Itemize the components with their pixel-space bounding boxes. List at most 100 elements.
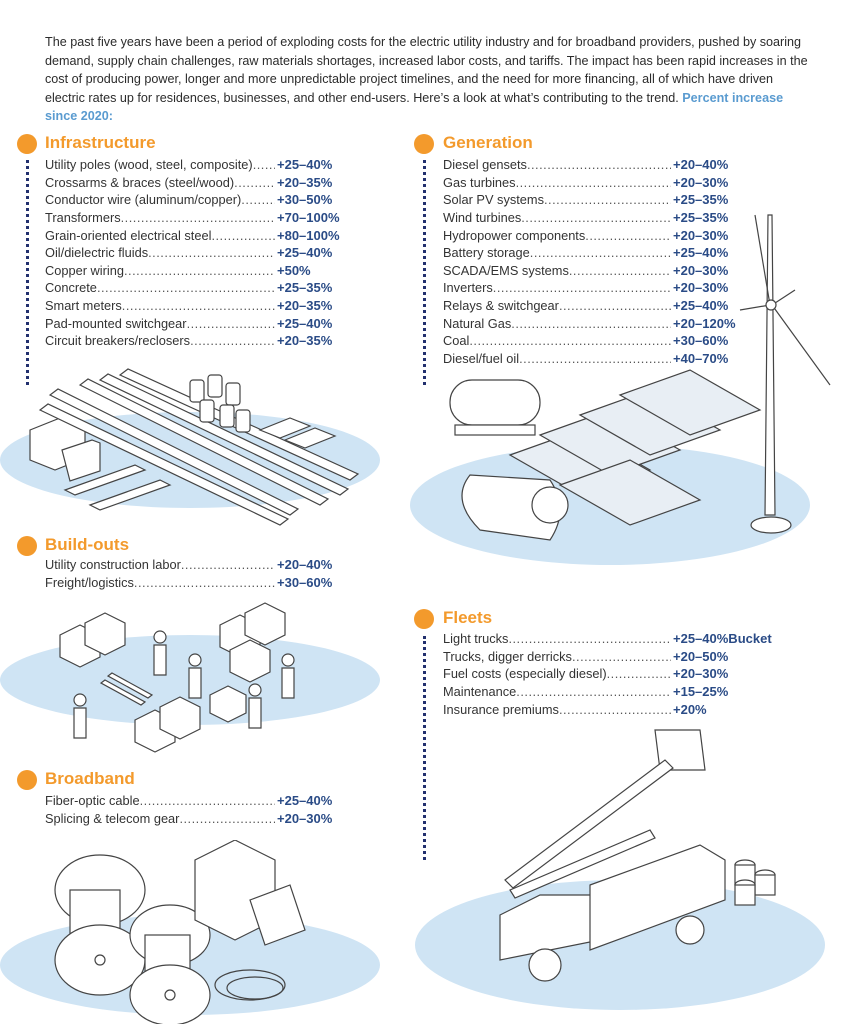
- item-label-wrap: Splicing & telecom gear: [45, 811, 275, 826]
- item-label-wrap: SCADA/EMS systems: [443, 263, 671, 278]
- dotted-divider: [423, 636, 426, 860]
- item-percent-increase: +25–40%: [277, 793, 333, 809]
- item-percent-increase: +20%: [673, 701, 707, 717]
- dot-leader: [527, 157, 671, 172]
- item-label: SCADA/EMS systems: [443, 262, 569, 278]
- list-item: Diesel/fuel oil+40–70%: [443, 350, 736, 368]
- item-label: Smart meters: [45, 298, 122, 314]
- list-item: Fiber-optic cable +25–40%: [45, 792, 332, 810]
- list-item: Hydropower components +20–30%: [443, 226, 736, 244]
- item-label: Concrete: [45, 280, 97, 296]
- generation-list: Diesel gensets+20–40%Gas turbines+20–30%…: [443, 156, 736, 367]
- item-label-wrap: Crossarms & braces (steel/wood): [45, 175, 275, 190]
- list-item: Crossarms & braces (steel/wood)+20–35%: [45, 174, 340, 192]
- item-label: Diesel gensets: [443, 157, 527, 173]
- item-percent-increase: +80–100%: [277, 227, 340, 243]
- item-label-wrap: Insurance premiums: [443, 702, 671, 717]
- dot-leader: [559, 702, 671, 717]
- item-percent-increase: +25–35%: [673, 210, 729, 226]
- buildouts-illustration: [0, 602, 380, 753]
- item-label: Gas turbines: [443, 174, 516, 190]
- list-item: Inverters+20–30%: [443, 279, 736, 297]
- dot-leader: [516, 684, 671, 699]
- item-label: Hydropower components: [443, 227, 586, 243]
- item-label-wrap: Gas turbines: [443, 175, 671, 190]
- item-label-wrap: Fiber-optic cable: [45, 793, 275, 808]
- item-label-wrap: Pad-mounted switchgear: [45, 316, 275, 331]
- item-label-wrap: Utility poles (wood, steel, composite): [45, 157, 275, 172]
- item-label: Splicing & telecom gear: [45, 810, 180, 826]
- list-item: Copper wiring+50%: [45, 262, 340, 280]
- list-item: Trucks, digger derricks+20–50%: [443, 648, 772, 666]
- item-percent-increase: +30–60%: [277, 574, 333, 590]
- dot-leader: [190, 333, 275, 348]
- list-item: Diesel gensets+20–40%: [443, 156, 736, 174]
- section-marker: [17, 134, 37, 154]
- item-percent-increase: +25–40%: [277, 245, 333, 261]
- list-item: SCADA/EMS systems +20–30%: [443, 262, 736, 280]
- item-label-wrap: Utility construction labor: [45, 557, 275, 572]
- section-title-buildouts: Build-outs: [45, 535, 130, 554]
- list-item: Relays & switchgear+25–40%: [443, 297, 736, 315]
- item-label: Conductor wire (aluminum/copper): [45, 192, 242, 208]
- item-label: Solar PV systems: [443, 192, 544, 208]
- item-label: Utility poles (wood, steel, composite): [45, 157, 253, 173]
- list-item: Gas turbines+20–30%: [443, 174, 736, 192]
- dot-leader: [516, 175, 671, 190]
- item-label: Fuel costs (especially diesel): [443, 666, 607, 682]
- list-item: Utility construction labor+20–40%: [45, 556, 332, 574]
- dot-leader: [122, 298, 275, 313]
- list-item: Pad-mounted switchgear+25–40%: [45, 314, 340, 332]
- section-title-generation: Generation: [443, 133, 533, 152]
- item-label: Utility construction labor: [45, 557, 181, 573]
- list-item: Grain-oriented electrical steel +80–100%: [45, 226, 340, 244]
- item-percent-increase: +50%: [277, 262, 311, 278]
- list-item: Natural Gas+20–120%: [443, 314, 736, 332]
- dot-leader: [181, 557, 275, 572]
- item-label-wrap: Maintenance: [443, 684, 671, 699]
- item-percent-increase: +30–50%: [277, 192, 333, 208]
- list-item: Concrete+25–35%: [45, 279, 340, 297]
- list-item: Solar PV systems+25–35%: [443, 191, 736, 209]
- fleets-illustration: [415, 729, 825, 1010]
- item-percent-increase: +25–40%: [277, 315, 333, 331]
- item-label-wrap: Grain-oriented electrical steel: [45, 228, 275, 243]
- list-item: Wind turbines +25–35%: [443, 209, 736, 227]
- item-percent-increase: +25–40%: [673, 245, 729, 261]
- intro-highlight: Percent increase since 2020:: [45, 90, 784, 124]
- item-label-wrap: Natural Gas: [443, 316, 671, 331]
- item-label: Transformers: [45, 210, 121, 226]
- section-title-infrastructure: Infrastructure: [45, 133, 156, 152]
- item-label: Fiber-optic cable: [45, 793, 140, 809]
- item-label-wrap: Diesel gensets: [443, 157, 671, 172]
- list-item: Splicing & telecom gear +20–30%: [45, 810, 332, 828]
- dot-leader: [234, 175, 275, 190]
- dotted-divider: [423, 160, 426, 385]
- infrastructure-illustration: [0, 368, 380, 526]
- item-label: Freight/logistics: [45, 574, 134, 590]
- list-item: Fuel costs (especially diesel)+20–30%: [443, 665, 772, 683]
- item-percent-increase: +20–35%: [277, 174, 333, 190]
- item-label-wrap: Circuit breakers/reclosers: [45, 333, 275, 348]
- item-percent-increase: +20–30%: [277, 810, 333, 826]
- item-percent-increase: +25–40%: [277, 157, 333, 173]
- item-percent-increase: +20–30%: [673, 280, 729, 296]
- list-item: Freight/logistics +30–60%: [45, 574, 332, 592]
- list-item: Conductor wire (aluminum/copper) +30–50%: [45, 191, 340, 209]
- item-percent-increase: +20–30%: [673, 227, 729, 243]
- list-item: Utility poles (wood, steel, composite) +2…: [45, 156, 340, 174]
- item-label: Grain-oriented electrical steel: [45, 227, 212, 243]
- item-label: Wind turbines: [443, 210, 522, 226]
- item-percent-increase: +15–25%: [673, 684, 729, 700]
- item-percent-increase: +25–40%Bucket: [673, 631, 772, 647]
- item-percent-increase: +20–30%: [673, 262, 729, 278]
- item-label-wrap: Relays & switchgear: [443, 298, 671, 313]
- section-marker: [414, 134, 434, 154]
- dot-leader: [140, 793, 275, 808]
- infrastructure-list: Utility poles (wood, steel, composite) +2…: [45, 156, 340, 350]
- item-label: Diesel/fuel oil: [443, 350, 520, 366]
- item-label-wrap: Solar PV systems: [443, 192, 671, 207]
- item-label: Light trucks: [443, 631, 509, 647]
- broadband-illustration: [0, 840, 380, 1024]
